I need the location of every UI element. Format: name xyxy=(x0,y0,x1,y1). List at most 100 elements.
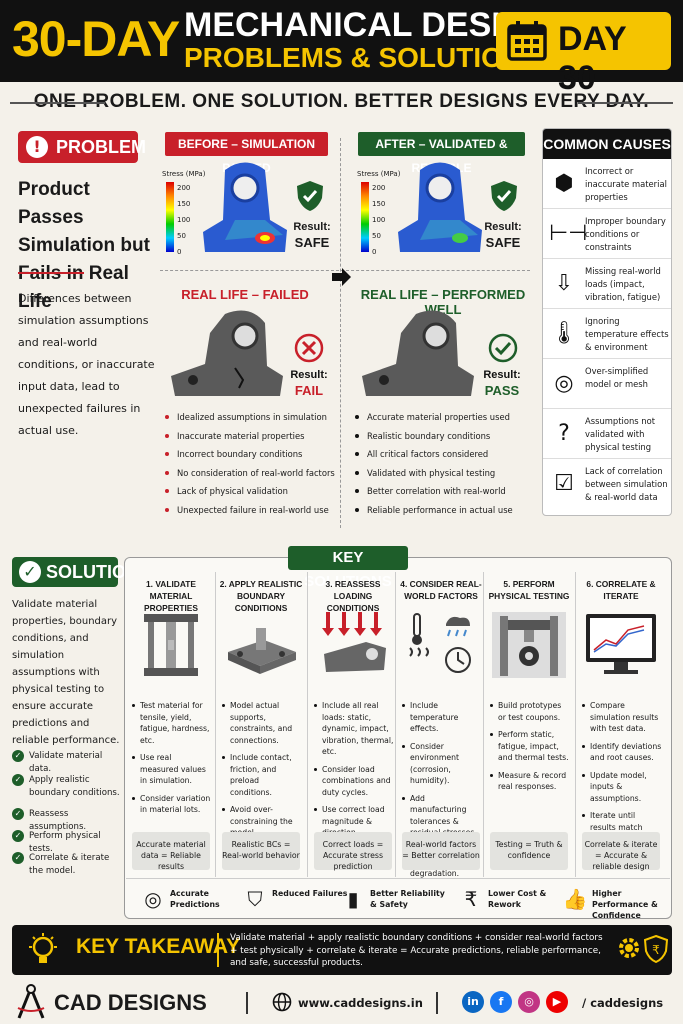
result-value: SAFE xyxy=(485,235,521,250)
load-icon: ⇩ xyxy=(554,271,574,296)
check-icon: ✓ xyxy=(12,750,24,762)
list-item: Validated with physical testing xyxy=(355,464,535,483)
cause-text: Ignoring temperature effects & environme… xyxy=(585,316,669,352)
benefit-text: Higher Performance & Confidence xyxy=(592,889,658,920)
tagline: ONE PROBLEM. ONE SOLUTION. BETTER DESIGN… xyxy=(0,86,683,118)
key-solutions-header: KEY SOLUTIONS xyxy=(288,546,408,590)
result-label: Result: xyxy=(483,369,521,381)
column-summary: Real-world factors = Better correlation xyxy=(402,832,480,870)
column-bullets: Include all real loads: static, dynamic,… xyxy=(314,700,394,845)
list-item: Include temperature effects. xyxy=(402,700,482,735)
check-circle-icon xyxy=(488,333,518,363)
check-icon: ✓ xyxy=(12,774,24,786)
real-fail-header: REAL LIFE – FAILED xyxy=(181,287,309,302)
key-solution-column: 1. VALIDATE MATERIAL PROPERTIES Test mat… xyxy=(126,572,216,877)
cause-item: 🌡Ignoring temperature effects & environm… xyxy=(543,309,671,359)
check-icon: ✓ xyxy=(12,808,24,820)
check-icon: ✓ xyxy=(19,561,41,583)
tick: 50 xyxy=(372,232,381,240)
scale-label: Stress (MPa) xyxy=(162,170,206,178)
check-icon: ✓ xyxy=(12,852,24,864)
list-item: Consider environment (corrosion, humidit… xyxy=(402,741,482,787)
list-item: Better correlation with real-world xyxy=(355,482,535,501)
check-text: Correlate & iterate the model. xyxy=(29,853,110,876)
shield-check-icon xyxy=(297,181,323,211)
key-takeaway-label: KEY TAKEAWAY xyxy=(76,935,241,958)
list-item: Build prototypes or test coupons. xyxy=(490,700,570,723)
svg-text:₹: ₹ xyxy=(652,943,660,957)
linkedin-icon[interactable]: in xyxy=(462,991,484,1013)
arrow-right-icon xyxy=(332,268,351,286)
cause-text: Assumptions not validated with physical … xyxy=(585,416,656,452)
cause-item: ⊢⊣Improper boundary conditions or constr… xyxy=(543,209,671,259)
column-summary: Testing = Truth & confidence xyxy=(490,832,568,870)
key-solution-column: 5. PERFORM PHYSICAL TESTING Build protot… xyxy=(484,572,576,877)
column-title: 4. CONSIDER REAL-WORLD FACTORS xyxy=(400,579,482,601)
day-badge: DAY 30 xyxy=(496,12,671,97)
rupee-icon: ₹ xyxy=(464,887,478,911)
fixture-icon xyxy=(228,628,296,674)
stress-colorbar-before xyxy=(166,182,174,252)
real-fail-result: Result:FAIL xyxy=(279,368,339,398)
cause-item: ⇩Missing real-world loads (impact, vibra… xyxy=(543,259,671,309)
exclamation-icon: ! xyxy=(26,136,48,158)
cause-item: ☑Lack of correlation between simulation … xyxy=(543,459,671,509)
list-item: No consideration of real-world factors xyxy=(165,464,335,483)
list-item: Consider load combinations and duty cycl… xyxy=(314,764,394,799)
tick: 200 xyxy=(177,184,191,192)
solution-badge-label: SOLUTION xyxy=(46,562,139,582)
list-item: Consider variation in material lots. xyxy=(132,793,212,816)
problem-title: Product Passes Simulation but Fails in R… xyxy=(18,179,150,312)
before-result: Result:SAFE xyxy=(282,220,342,250)
instagram-icon[interactable]: ◎ xyxy=(518,991,540,1013)
list-item: Lack of physical validation xyxy=(165,482,335,501)
column-title: 6. CORRELATE & ITERATE xyxy=(586,579,656,601)
real-pass-result: Result:PASS xyxy=(472,368,532,398)
check-text: Reassess assumptions. xyxy=(29,809,87,832)
problem-badge: !PROBLEM xyxy=(18,131,146,163)
check-text: Validate material data. xyxy=(29,751,103,774)
cause-text: Over-simplified model or mesh xyxy=(585,366,649,389)
key-solution-column: 6. CORRELATE & ITERATE Compare simulatio… xyxy=(576,572,670,877)
stress-scale-before: Stress (MPa) xyxy=(162,170,205,178)
horizontal-divider xyxy=(160,270,530,271)
compass-logo-icon xyxy=(17,984,45,1019)
tensile-test-icon xyxy=(144,614,198,676)
target-icon: ◎ xyxy=(144,887,162,911)
common-causes-header: COMMON CAUSES xyxy=(543,129,671,159)
list-item: Use real measured values in simulation. xyxy=(132,752,212,787)
result-value: FAIL xyxy=(294,383,324,398)
list-item: Measure & record real responses. xyxy=(490,770,570,793)
footer: CAD DESIGNS www.caddesigns.in in f ◎ ▶ /… xyxy=(0,980,683,1024)
result-label: Result: xyxy=(484,221,522,233)
shield-icon: ⛉ xyxy=(247,887,263,911)
social-handle: / caddesigns xyxy=(582,996,664,1010)
cause-text: Improper boundary conditions or constrai… xyxy=(585,216,666,252)
column-bullets: Compare simulation results with test dat… xyxy=(582,700,662,851)
website-link[interactable]: www.caddesigns.in xyxy=(298,996,423,1010)
check-icon: ✓ xyxy=(12,830,24,842)
facebook-icon[interactable]: f xyxy=(490,991,512,1013)
cause-item: ?Assumptions not validated with physical… xyxy=(543,409,671,459)
key-solution-column: 3. REASSESS LOADING CONDITIONS Include a… xyxy=(308,572,396,877)
result-value: SAFE xyxy=(294,235,330,250)
column-title: 3. REASSESS LOADING CONDITIONS xyxy=(325,579,381,613)
key-takeaway-banner: KEY TAKEAWAY Validate material + apply r… xyxy=(12,925,672,975)
key-solution-column: 2. APPLY REALISTIC BOUNDARY CONDITIONS M… xyxy=(216,572,308,877)
youtube-icon[interactable]: ▶ xyxy=(546,991,568,1013)
list-item: Idealized assumptions in simulation xyxy=(165,408,335,427)
key-solution-column: 4. CONSIDER REAL-WORLD FACTORS Include t… xyxy=(396,572,484,878)
tick: 0 xyxy=(177,248,182,256)
divider xyxy=(18,272,84,274)
tick: 150 xyxy=(177,200,191,208)
column-title: 5. PERFORM PHYSICAL TESTING xyxy=(488,579,570,601)
after-header: AFTER – VALIDATED & RELIABLE xyxy=(358,132,525,175)
divider xyxy=(246,992,248,1014)
rupee-shield-icon: ₹ xyxy=(644,935,668,963)
real-bracket-passed xyxy=(362,310,474,396)
cause-text: Incorrect or inaccurate material propert… xyxy=(585,166,667,202)
list-item: Include contact, friction, and preload c… xyxy=(222,752,302,798)
